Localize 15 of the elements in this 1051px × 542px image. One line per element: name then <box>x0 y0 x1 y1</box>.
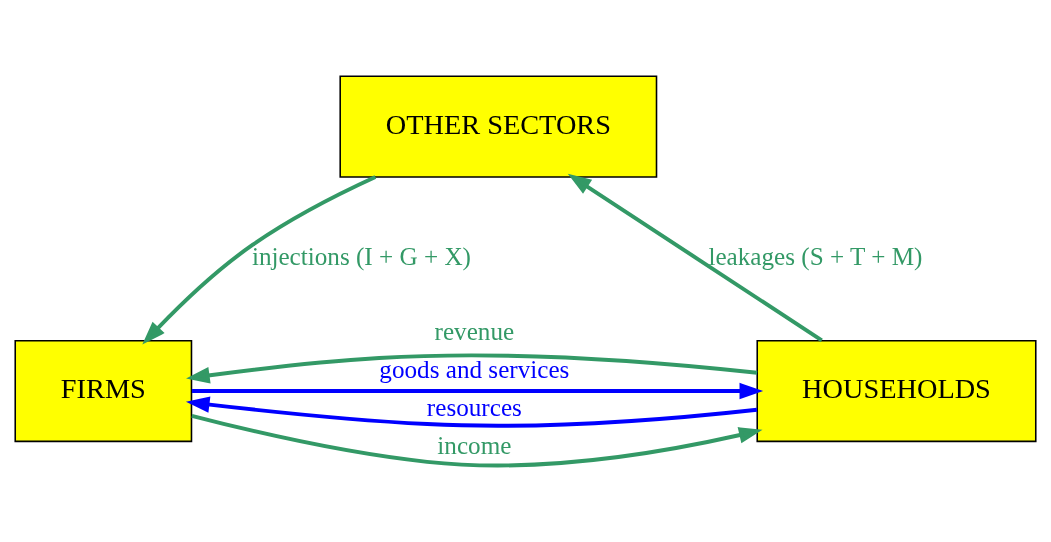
node-box: FIRMS <box>14 339 193 443</box>
edge-label: leakages (S + T + M) <box>708 242 923 270</box>
edge-label: resources <box>426 393 522 421</box>
node-box: HOUSEHOLDS <box>756 339 1037 443</box>
arrow <box>186 353 758 384</box>
edge-label: injections (I + G + X) <box>251 242 471 270</box>
node-box: OTHER SECTORS <box>339 75 658 178</box>
arrow <box>142 175 377 345</box>
arrow <box>192 382 764 400</box>
arrow <box>567 173 823 343</box>
edge-label: income <box>437 431 512 459</box>
edge-label: revenue <box>434 318 515 346</box>
edge-label: goods and services <box>379 356 570 384</box>
arrow <box>191 413 763 468</box>
arrow <box>185 396 758 428</box>
